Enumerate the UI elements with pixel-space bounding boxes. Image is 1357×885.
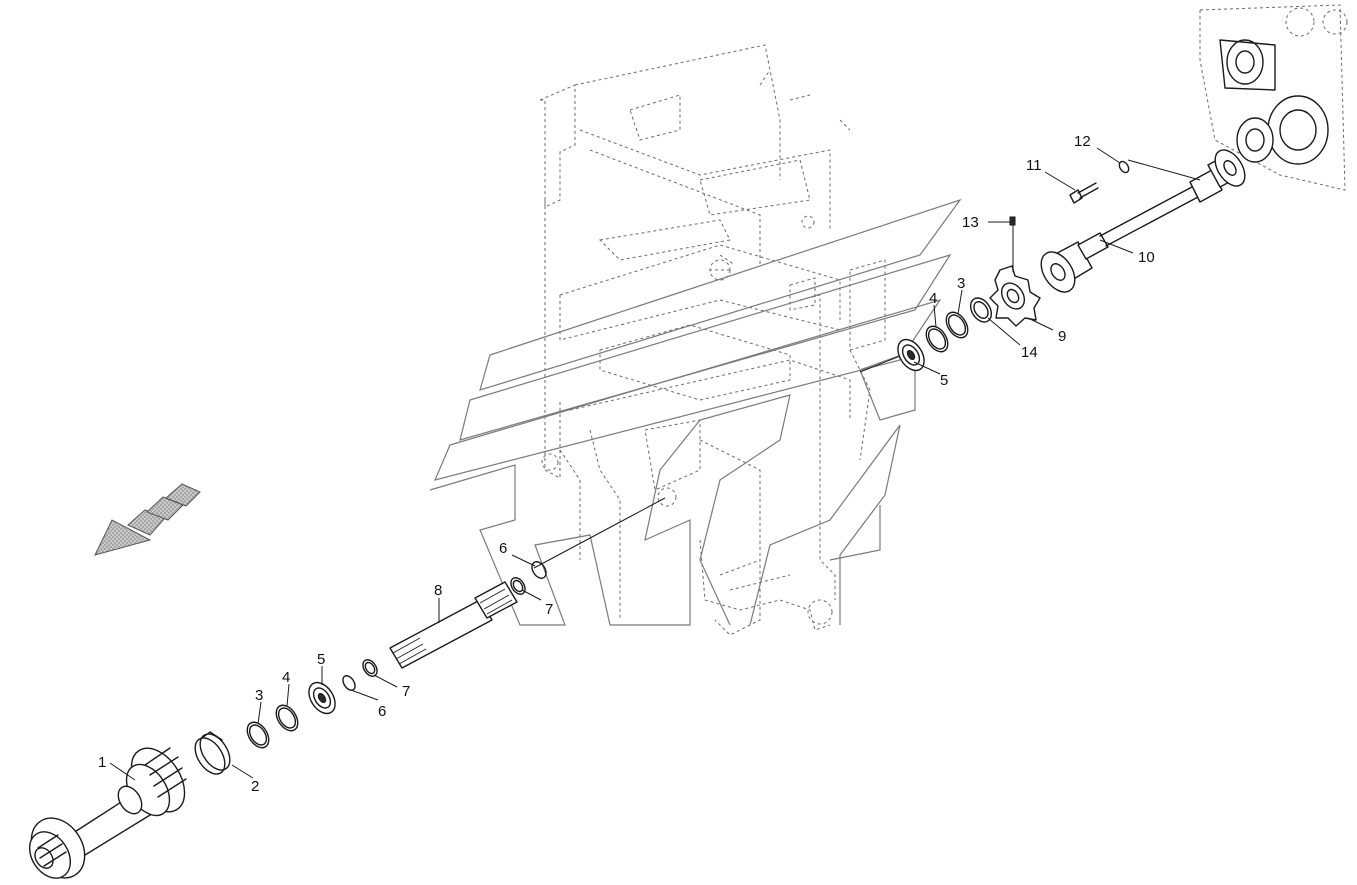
callout-8: 8	[434, 582, 442, 599]
direction-arrow-icon	[94, 483, 201, 556]
callout-3a: 3	[255, 687, 263, 704]
washer	[1118, 160, 1130, 174]
splined-shaft	[389, 581, 518, 669]
callout-3b: 3	[957, 275, 965, 292]
callout-1: 1	[98, 754, 106, 771]
lower-rings	[246, 704, 299, 749]
callout-10: 10	[1138, 249, 1155, 266]
callout-11: 11	[1026, 157, 1042, 174]
clamp	[194, 731, 231, 775]
drive-shaft	[1040, 149, 1246, 293]
leader-lines	[109, 147, 1201, 781]
callout-6a: 6	[378, 703, 386, 720]
pulley-assembly	[28, 747, 187, 879]
upper-bearing-group	[897, 297, 993, 372]
callout-2: 2	[251, 778, 259, 795]
callout-5b: 5	[940, 372, 948, 389]
set-screw	[1009, 216, 1016, 226]
callout-6b: 6	[499, 540, 507, 557]
callout-12: 12	[1074, 133, 1091, 150]
callout-13: 13	[962, 214, 979, 231]
bolt	[1069, 182, 1099, 204]
callout-7a: 7	[402, 683, 410, 700]
watermark-logo	[429, 198, 962, 626]
star-wheel	[989, 265, 1041, 327]
callout-5a: 5	[317, 651, 325, 668]
machine-frame	[539, 4, 1348, 636]
lower-bearing	[308, 681, 336, 715]
gearbox-housing	[1219, 39, 1329, 165]
lower-small-rings	[342, 659, 378, 691]
callout-4a: 4	[282, 669, 290, 686]
callout-labels: 1 2 3 4 5 6 7 8 6 7 5 4 3 14 9 13 10 11 …	[98, 133, 1155, 795]
callout-7b: 7	[545, 601, 553, 618]
callout-4b: 4	[929, 290, 937, 307]
callout-9: 9	[1058, 328, 1066, 345]
middle-small-rings	[510, 561, 547, 595]
callout-14: 14	[1021, 344, 1038, 361]
